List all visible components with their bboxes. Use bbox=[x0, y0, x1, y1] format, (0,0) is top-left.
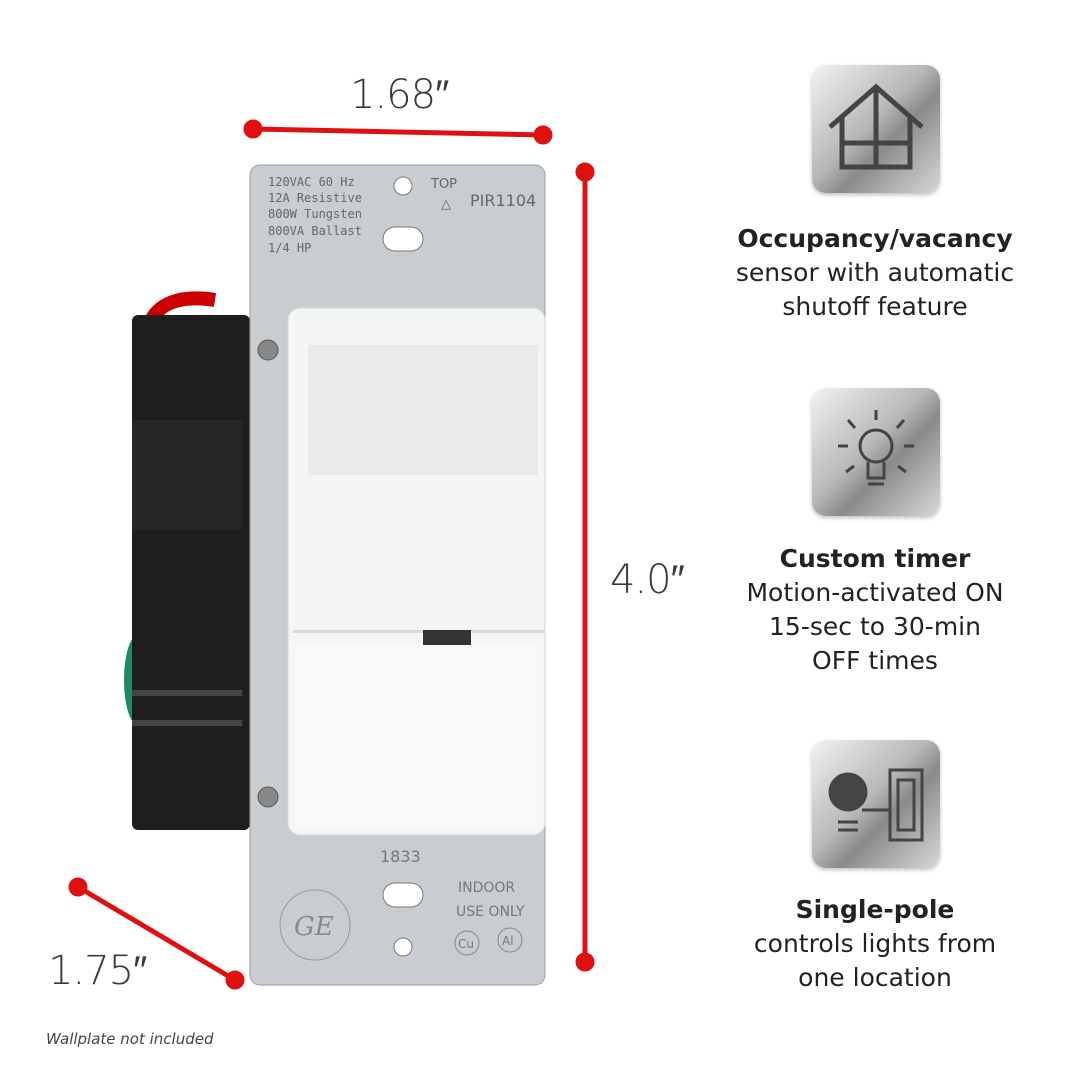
dimension-lines bbox=[68, 119, 595, 990]
svg-text:12A Resistive: 12A Resistive bbox=[268, 191, 362, 205]
use-only-label: USE ONLY bbox=[456, 904, 525, 920]
screw-hole bbox=[393, 176, 413, 196]
switch-body bbox=[132, 315, 250, 830]
code-number: 1833 bbox=[380, 847, 421, 866]
top-label: TOP bbox=[430, 177, 457, 192]
height-dimension: 4.0″ bbox=[610, 557, 685, 603]
svg-text:800VA Ballast: 800VA Ballast bbox=[268, 224, 362, 238]
wallplate-note: Wallplate not included bbox=[46, 1030, 214, 1048]
al-mark: Al bbox=[502, 934, 514, 948]
svg-text:800W Tungsten: 800W Tungsten bbox=[268, 207, 362, 221]
svg-text:120VAC 60 Hz: 120VAC 60 Hz bbox=[268, 175, 355, 189]
push-button[interactable] bbox=[295, 645, 543, 830]
depth-dimension: 1.75″ bbox=[48, 948, 147, 994]
cu-mark: Cu bbox=[458, 937, 474, 951]
svg-text:GE: GE bbox=[294, 912, 334, 942]
house-icon bbox=[812, 65, 940, 193]
indoor-label: INDOOR bbox=[458, 880, 515, 896]
bulb-switch-icon bbox=[812, 740, 940, 868]
model-number: PIR1104 bbox=[470, 191, 536, 210]
ge-logo bbox=[279, 889, 351, 961]
indicator-led bbox=[423, 630, 471, 645]
rating-text: 120VAC 60 Hz 12A Resistive 800W Tungsten… bbox=[268, 175, 362, 255]
screw bbox=[257, 786, 279, 808]
width-dimension: 1.68″ bbox=[350, 72, 449, 118]
light-bulb-icon bbox=[812, 388, 940, 516]
svg-text:1/4 HP: 1/4 HP bbox=[268, 241, 311, 255]
top-arrow-icon: △ bbox=[441, 197, 451, 212]
pir-lens bbox=[308, 345, 538, 475]
screw bbox=[257, 339, 279, 361]
